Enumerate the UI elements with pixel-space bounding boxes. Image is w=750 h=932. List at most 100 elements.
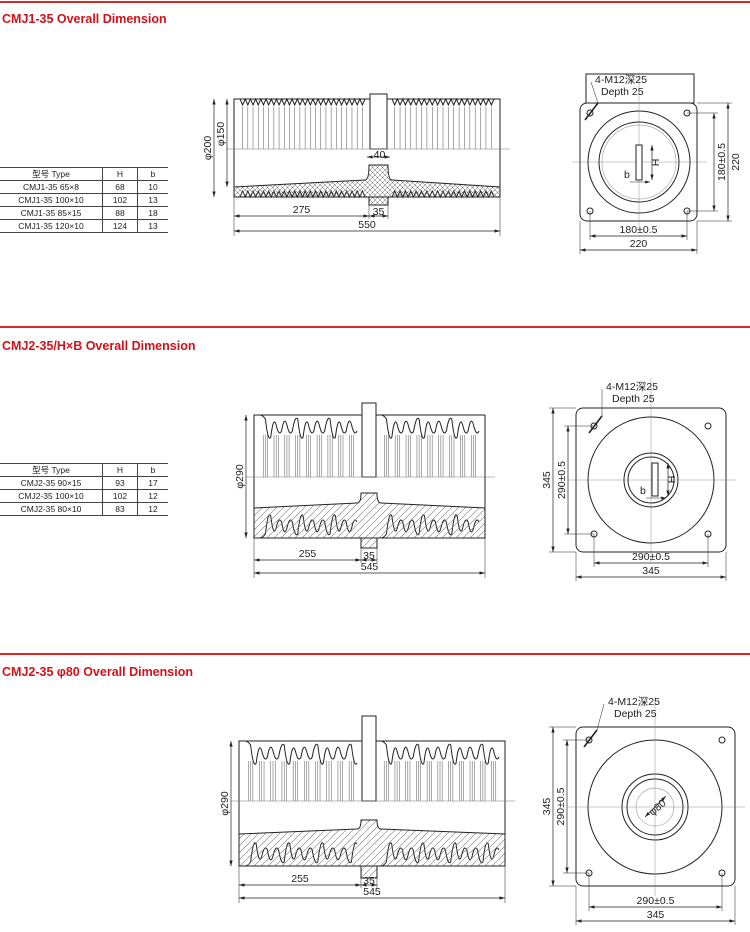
header-h: H [102,463,138,477]
cell-b: 18 [137,206,168,220]
bolt-hole-icon [704,422,712,430]
cell-b: 13 [137,219,168,233]
dim-half-length-label: 255 [299,548,317,560]
dim-center-width-label: 35 [373,206,385,218]
dim-bore-line [644,795,667,818]
leader-line [596,703,605,731]
bolt-hole-icon [586,109,594,117]
dim-flange-label: 40 [374,149,386,161]
cell-type: CMJ2-35 100×10 [0,489,103,503]
dim-hole-pitch-v-label: 290±0.5 [555,787,567,825]
dim-total-length-label: 550 [358,219,376,231]
sectioned-half [238,819,506,879]
flange-plate [575,726,736,887]
cell-h: 88 [102,206,138,220]
depth-note: Depth 25 [614,708,657,720]
header-b: b [137,167,168,181]
cell-type: CMJ1-35 65×8 [0,180,103,194]
dim-size-h-label: 345 [642,565,660,577]
shed-profile-top [239,97,366,107]
shed-profile-top [391,97,495,107]
dim-outer-diameter-label: φ200 [202,136,214,160]
section-divider [0,326,750,328]
hole-note: 4-M12深25 [608,696,660,708]
section-title-cmj2-phi80: CMJ2-35 φ80 Overall Dimension [2,665,193,679]
slot [635,144,643,181]
cell-b: 12 [137,502,168,516]
dim-center-width-label: 35 [363,550,375,562]
cell-type: CMJ1-35 100×10 [0,193,103,207]
dim-outer-diameter-label: φ290 [234,464,246,488]
cell-h: 93 [102,476,138,490]
header-h: H [102,167,138,181]
section-title-cmj1: CMJ1-35 Overall Dimension [2,12,167,26]
dim-total-length-label: 545 [361,561,379,573]
cell-b: 13 [137,193,168,207]
cell-h: 124 [102,219,138,233]
dim-hole-pitch-h-label: 290±0.5 [632,551,670,563]
leader-line [583,729,598,748]
shed-profile-top [259,414,358,439]
dim-size-v-label: 220 [730,153,742,171]
dim-hole-pitch-h-label: 290±0.5 [637,895,675,907]
section-title-cmj2-hxb: CMJ2-35/H×B Overall Dimension [2,339,196,353]
center-flange [361,715,377,802]
dim-outer-diameter-label: φ290 [219,791,231,815]
slot-b-label: b [624,169,630,181]
hole-note: 4-M12深25 [606,381,658,393]
dim-size-h-label: 220 [630,238,648,250]
dim-inner-diameter-label: φ150 [215,122,227,146]
header-b: b [137,463,168,477]
shed-profile-top [380,414,480,439]
slot [651,462,659,497]
body-outline [233,98,501,198]
section-divider [0,653,750,655]
dim-center-width-label: 35 [363,875,375,887]
sectioned-half [233,164,501,206]
bolt-hole-icon [718,736,726,744]
leader-line [588,415,603,434]
cell-h: 68 [102,180,138,194]
shed-profile-top [380,740,500,765]
dim-bore-label: φ80 [647,797,669,818]
sectioned-half [253,492,486,549]
cell-b: 12 [137,489,168,503]
dim-slot-h-label: H [666,476,678,484]
depth-note: Depth 25 [612,393,655,405]
dim-half-length-label: 255 [291,873,309,885]
cell-type: CMJ1-35 85×15 [0,206,103,220]
header-type: 型号 Type [0,167,103,181]
cell-h: 102 [102,193,138,207]
dim-size-v-label: 345 [541,471,553,489]
cell-b: 17 [137,476,168,490]
cell-b: 10 [137,180,168,194]
cell-h: 83 [102,502,138,516]
cell-type: CMJ2-35 80×10 [0,502,103,516]
leader-line [584,102,599,121]
hole-note: 4-M12深25 [595,74,647,86]
section-divider [0,1,750,3]
shed-profile-top [244,740,358,765]
depth-note: Depth 25 [601,86,644,98]
slot-b-label: b [640,485,646,497]
header-type: 型号 Type [0,463,103,477]
cell-h: 102 [102,489,138,503]
dim-half-length-label: 275 [293,204,311,216]
dim-total-length-label: 545 [363,886,381,898]
dim-size-h-label: 345 [647,909,665,921]
center-flange [361,402,377,478]
